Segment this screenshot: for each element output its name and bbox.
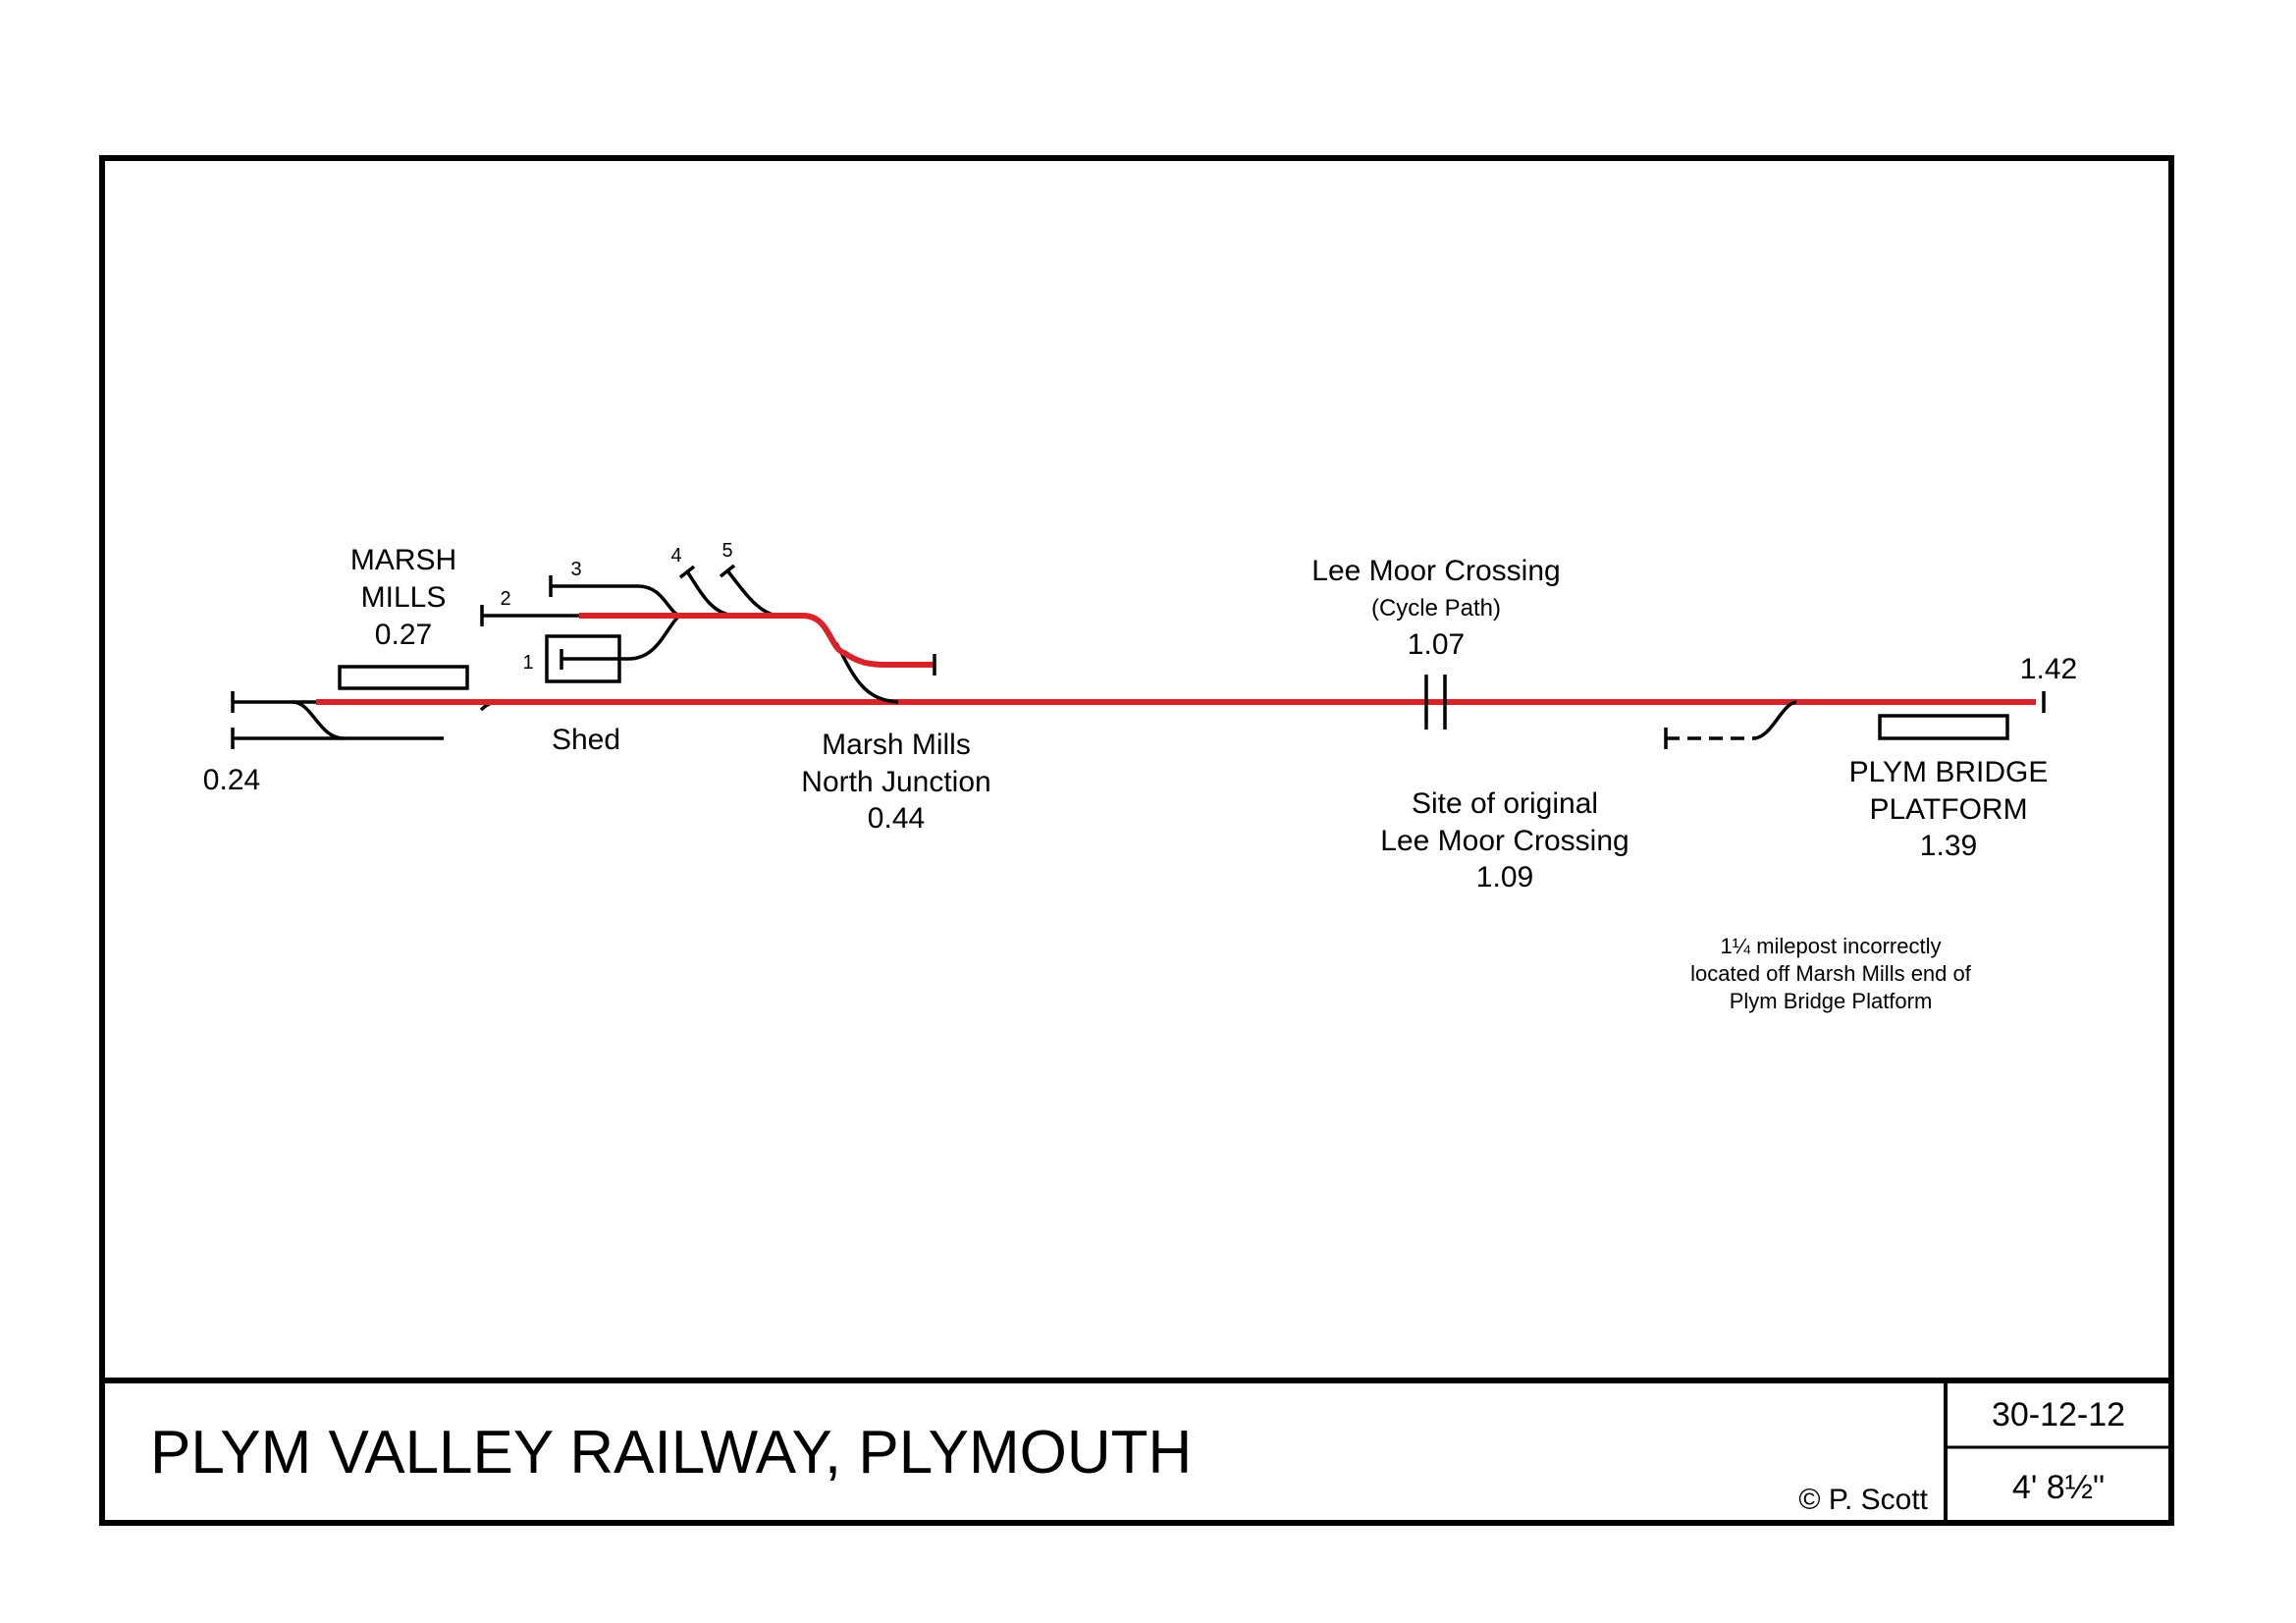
buffer-stop-icon [678,565,696,579]
track-road-5 [725,568,778,618]
milepost-note-line1: 1¼ milepost incorrectly [1721,934,1942,958]
diagram-title: PLYM VALLEY RAILWAY, PLYMOUTH [150,1419,1192,1487]
diagram-date: 30-12-12 [1992,1396,2125,1434]
original-crossing-label-line1: Site of original [1412,787,1598,820]
north-junction-label-line2: North Junction [801,766,990,798]
track-road-4 [685,570,735,618]
siding-label-1: 1 [522,652,533,674]
buffer-stop-icon [719,564,736,578]
marsh-mills-mileage: 0.27 [375,619,432,651]
copyright: © P. Scott [1798,1484,1928,1516]
original-crossing-label-line2: Lee Moor Crossing [1380,825,1629,857]
track-gauge: 4' 8½" [2012,1469,2105,1506]
siding-label-2: 2 [500,588,510,610]
plym-bridge-mileage: 1.39 [1920,830,1977,862]
track-road-1 [561,614,681,661]
marsh-mills-label-line2: MILLS [361,581,447,614]
plym-bridge-platform [1878,714,2009,740]
lee-moor-crossing-note: (Cycle Path) [1371,595,1501,622]
start-mileage: 0.24 [203,764,260,796]
plym-bridge-label-line2: PLATFORM [1869,793,2027,826]
milepost-note-line2: located off Marsh Mills end of [1690,961,1972,986]
track-road-3 [551,584,680,618]
track-disused-siding-curve [1752,700,1797,740]
siding-label-3: 3 [570,559,581,580]
operational-upper-line [579,613,934,668]
siding-label-4: 4 [670,545,681,567]
north-junction-mileage: 0.44 [868,802,925,835]
plym-bridge-label-line1: PLYM BRIDGE [1849,756,2049,788]
lee-moor-crossing-label: Lee Moor Crossing [1311,555,1560,587]
lee-moor-crossing-mileage: 1.07 [1408,628,1465,661]
marsh-mills-label-line1: MARSH [350,544,456,576]
marsh-mills-platform [338,665,469,690]
end-mileage: 1.42 [2020,653,2077,685]
track-crossover [292,700,345,740]
siding-label-5: 5 [721,540,732,562]
milepost-note-line3: Plym Bridge Platform [1730,989,1933,1013]
north-junction-label-line1: Marsh Mills [822,729,971,761]
original-crossing-mileage: 1.09 [1476,861,1533,893]
shed-label: Shed [552,724,620,756]
drawing-frame [99,155,2174,1526]
